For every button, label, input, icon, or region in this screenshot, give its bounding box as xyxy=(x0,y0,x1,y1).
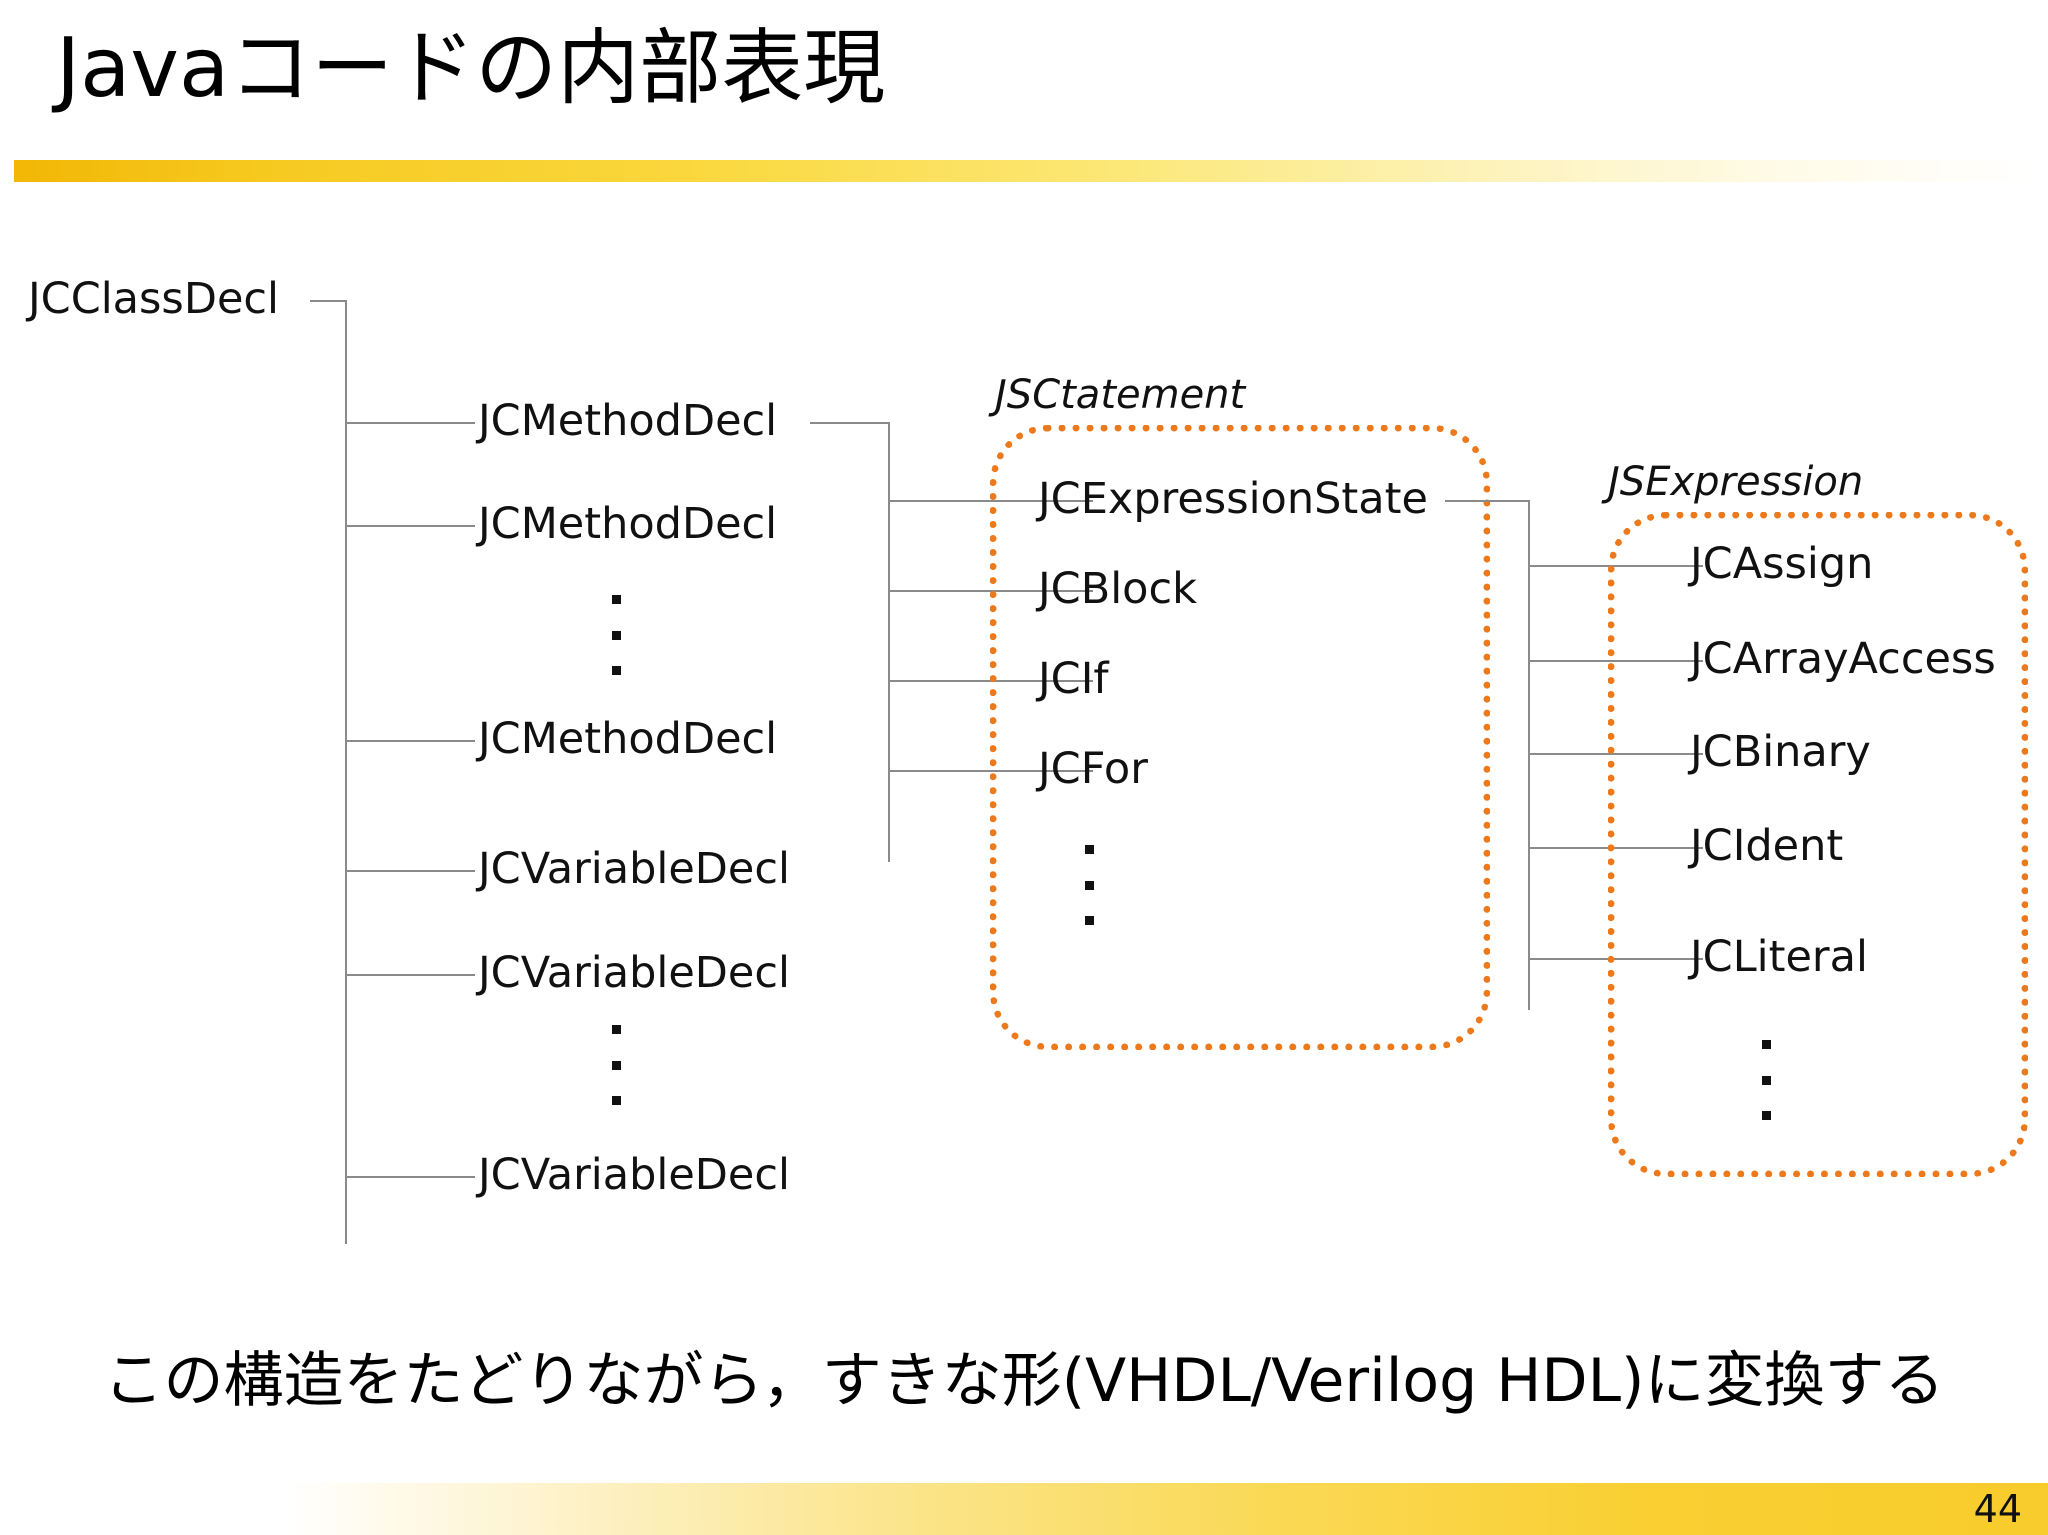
connector-expression-spine xyxy=(1528,500,1530,1010)
connector-branch-method-2 xyxy=(345,525,475,527)
page-number: 44 xyxy=(1973,1487,2022,1531)
footer-bar xyxy=(0,1483,2048,1535)
connector-branch-variable-1 xyxy=(345,870,475,872)
node-jcliteral: JCLiteral xyxy=(1690,932,1868,982)
node-jcvariabledecl-3: JCVariableDecl xyxy=(478,1150,790,1200)
node-jcblock: JCBlock xyxy=(1038,564,1198,614)
node-jcvariabledecl-2: JCVariableDecl xyxy=(478,948,790,998)
ellipsis-method-decls xyxy=(612,595,621,675)
connector-method-to-stmt-stub xyxy=(810,422,890,424)
ellipsis-expressions xyxy=(1762,1040,1771,1120)
connector-branch-variable-2 xyxy=(345,974,475,976)
connector-branch-expr-2 xyxy=(1528,660,1703,662)
group-label-statement: JSCtatement xyxy=(995,372,1246,418)
node-jcident: JCIdent xyxy=(1690,821,1844,871)
node-jcvariabledecl-1: JCVariableDecl xyxy=(478,844,790,894)
slide-caption: この構造をたどりながら，すきな形(VHDL/Verilog HDL)に変換する xyxy=(103,1346,1945,1416)
connector-branch-expr-3 xyxy=(1528,753,1703,755)
connector-root-stub xyxy=(310,300,346,302)
node-jcexpressionstate: JCExpressionState xyxy=(1038,474,1428,524)
title-underline-bar xyxy=(14,160,2034,182)
node-jcmethoddecl-2: JCMethodDecl xyxy=(478,499,778,549)
node-jcbinary: JCBinary xyxy=(1690,727,1871,777)
group-box-statement xyxy=(990,425,1490,1050)
node-jcif: JCIf xyxy=(1038,654,1109,704)
node-jcmethoddecl-1: JCMethodDecl xyxy=(478,396,778,446)
connector-branch-method-1 xyxy=(345,422,475,424)
group-label-expression: JSExpression xyxy=(1608,459,1864,505)
group-box-expression xyxy=(1608,512,2028,1177)
connector-class-spine xyxy=(345,300,347,1244)
connector-branch-method-3 xyxy=(345,740,475,742)
node-jcclassdecl: JCClassDecl xyxy=(28,274,279,324)
connector-branch-expr-5 xyxy=(1528,958,1703,960)
connector-stmt-to-expr-stub xyxy=(1445,500,1530,502)
page-title: Javaコードの内部表現 xyxy=(56,21,886,116)
node-jcarrayaccess: JCArrayAccess xyxy=(1690,634,1996,684)
connector-branch-expr-4 xyxy=(1528,847,1703,849)
ellipsis-variable-decls xyxy=(612,1025,621,1105)
ellipsis-statements xyxy=(1085,845,1094,925)
node-jcfor: JCFor xyxy=(1038,744,1148,794)
node-jcassign: JCAssign xyxy=(1690,539,1874,589)
connector-branch-variable-3 xyxy=(345,1176,475,1178)
connector-statement-spine xyxy=(888,422,890,862)
node-jcmethoddecl-3: JCMethodDecl xyxy=(478,714,778,764)
